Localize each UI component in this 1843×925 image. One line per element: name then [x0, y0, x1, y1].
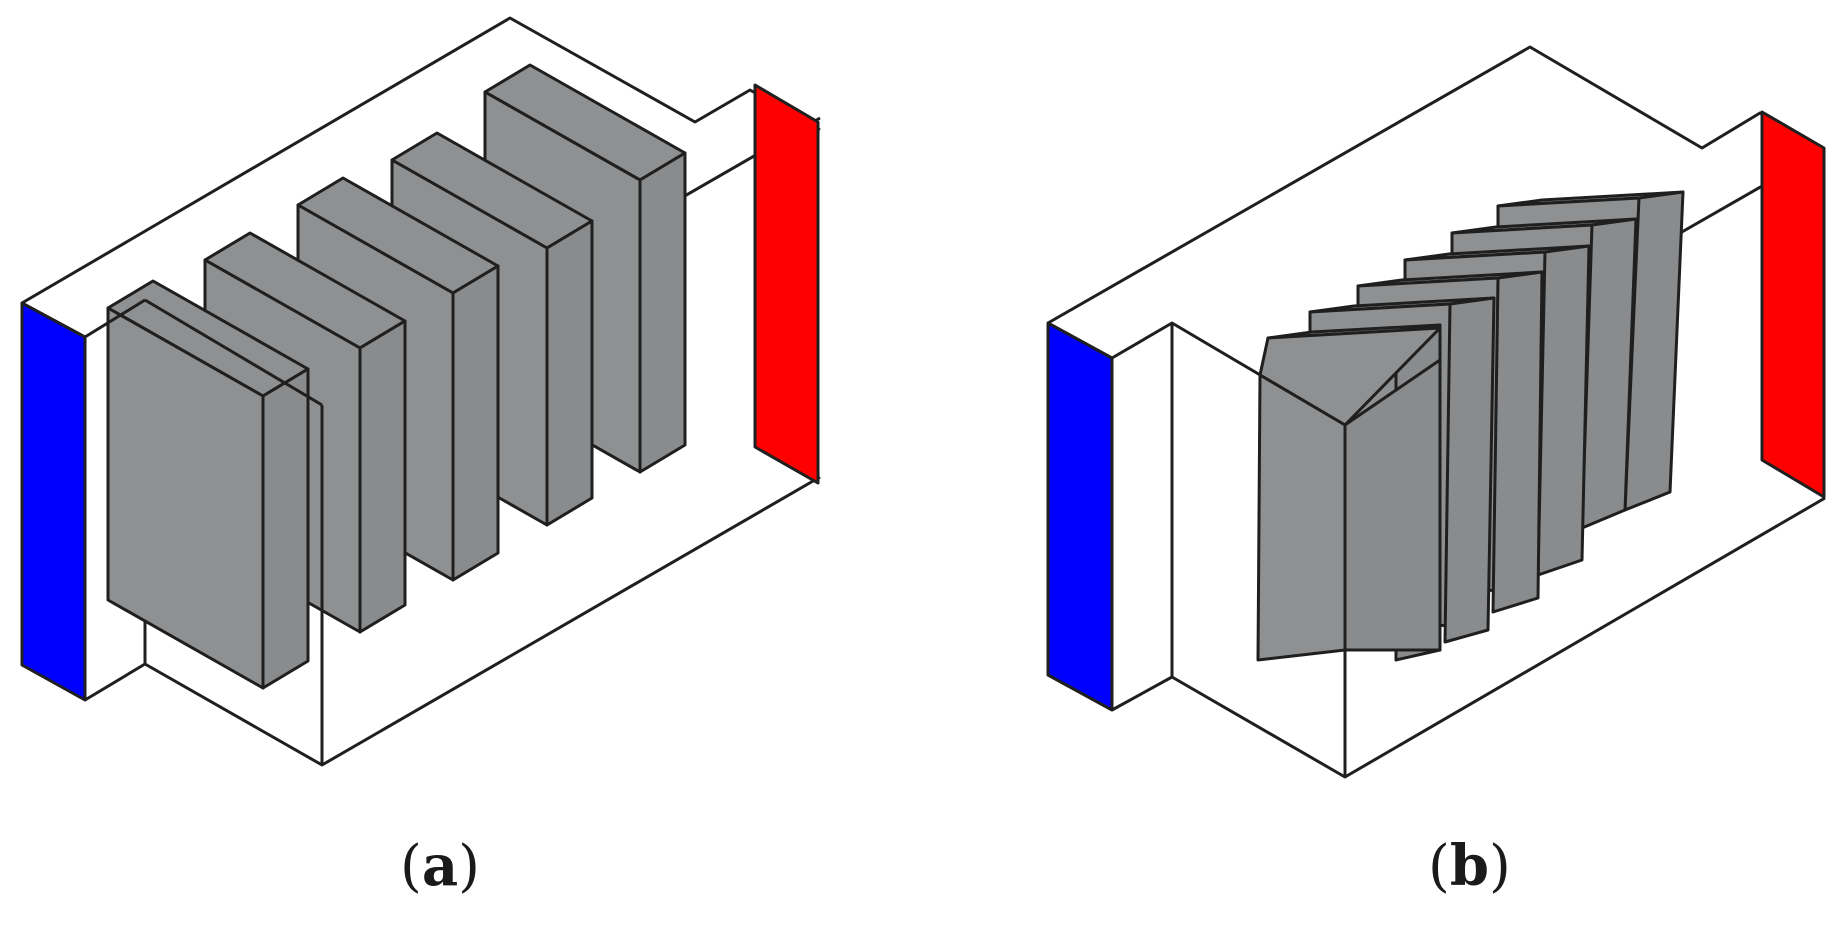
panel-a-outlet-face — [753, 83, 820, 485]
panel-a-inlet-face — [20, 301, 87, 702]
panel-a-caption-letter: a — [421, 833, 459, 899]
panel-a-diagram — [20, 16, 821, 767]
panel-a-channel-bottom-edge — [84, 475, 821, 767]
panel-b-caption: (b) — [1428, 833, 1511, 899]
panel-b-caption-letter: b — [1449, 833, 1490, 899]
panel-a-caption: (a) — [400, 833, 481, 899]
panel-b-inlet-face — [1046, 321, 1114, 712]
panel-a-channel-left-top — [84, 298, 146, 339]
panel-b-channel-bottom-edge — [1111, 496, 1826, 779]
panel-a-fin — [106, 279, 310, 690]
panel-b-outlet-face — [1760, 110, 1826, 499]
panel-b-diagram — [1046, 45, 1826, 779]
panel-a-channel-front-diagonal — [144, 298, 323, 407]
panel-b-fin-front — [1256, 326, 1442, 662]
